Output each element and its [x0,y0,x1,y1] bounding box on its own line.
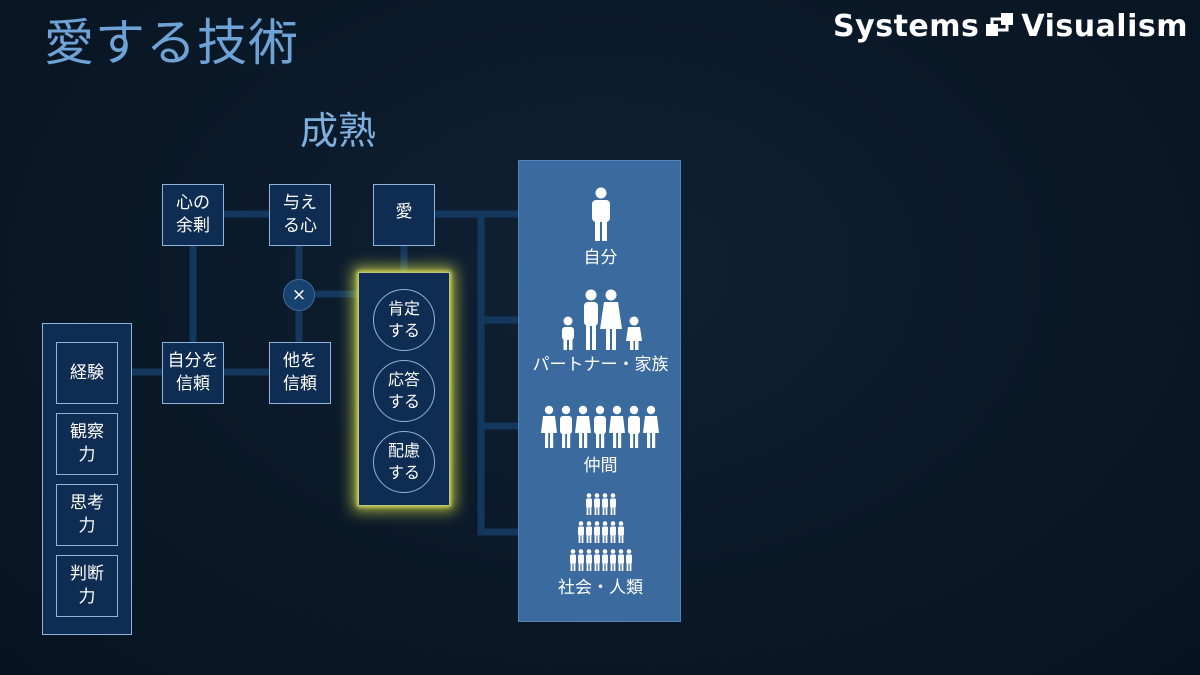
node-trust-other: 他を信頼 [269,342,331,404]
actions-panel: 肯定する 応答する 配慮する [358,272,450,506]
node-giving: 与える心 [269,184,331,246]
node-trust-self-line1: 自分を [167,351,219,371]
targets-panel: 自分 パートナー・家族 仲間 [518,160,681,622]
node-trust-self-line2: 信頼 [176,374,210,394]
node-trust-other-line1: 他を [283,351,317,371]
skill-observation-line1: 観察 [70,422,104,442]
skill-thinking-line2: 力 [78,516,96,536]
action-affirm: 肯定する [373,289,435,351]
target-peers-label: 仲間 [583,456,618,476]
node-surplus-line2: 余剰 [176,216,210,236]
person-icon [592,187,610,241]
action-affirm-line1: 肯定 [387,299,420,318]
action-respond-line1: 応答 [387,370,420,389]
skill-experience: 経験 [56,342,118,404]
node-trust-self: 自分を信頼 [162,342,224,404]
skill-judgment: 判断力 [56,555,118,617]
logo-link-icon [986,13,1014,36]
family-icon [562,289,642,350]
action-respond-line2: する [387,392,420,411]
node-giving-line2: る心 [283,216,317,236]
node-love: 愛 [373,184,435,246]
skill-observation: 観察力 [56,413,118,475]
skill-experience-label: 経験 [70,362,104,383]
brand-logo: Systems Visualism [833,6,1188,46]
node-trust-other-line2: 信頼 [283,374,317,394]
logo-text-systems: Systems [833,8,980,44]
skill-observation-line2: 力 [78,445,96,465]
skill-judgment-line1: 判断 [70,564,104,584]
multiply-operator: × [283,279,315,311]
action-care: 配慮する [373,431,435,493]
crowd-icon [570,493,632,571]
skill-thinking-line1: 思考 [70,493,104,513]
skill-thinking: 思考力 [56,484,118,546]
page-title: 愛する技術 [44,14,299,72]
action-respond: 応答する [373,360,435,422]
skill-judgment-line2: 力 [78,587,96,607]
target-society-label: 社会・人類 [558,578,643,598]
logo-text-visualism: Visualism [1021,8,1188,44]
node-surplus: 心の余剰 [162,184,224,246]
node-surplus-line1: 心の [176,193,210,213]
action-affirm-line2: する [387,321,420,340]
target-family-label: パートナー・家族 [532,355,669,375]
action-care-line2: する [387,463,420,482]
node-giving-line1: 与え [283,193,317,213]
group-icon [541,405,659,448]
node-love-label: 愛 [395,201,413,222]
target-self-label: 自分 [583,248,618,268]
diagram-subtitle: 成熟 [300,109,377,153]
action-care-line1: 配慮 [387,441,420,460]
skills-panel: 経験 観察力 思考力 判断力 [42,323,132,635]
